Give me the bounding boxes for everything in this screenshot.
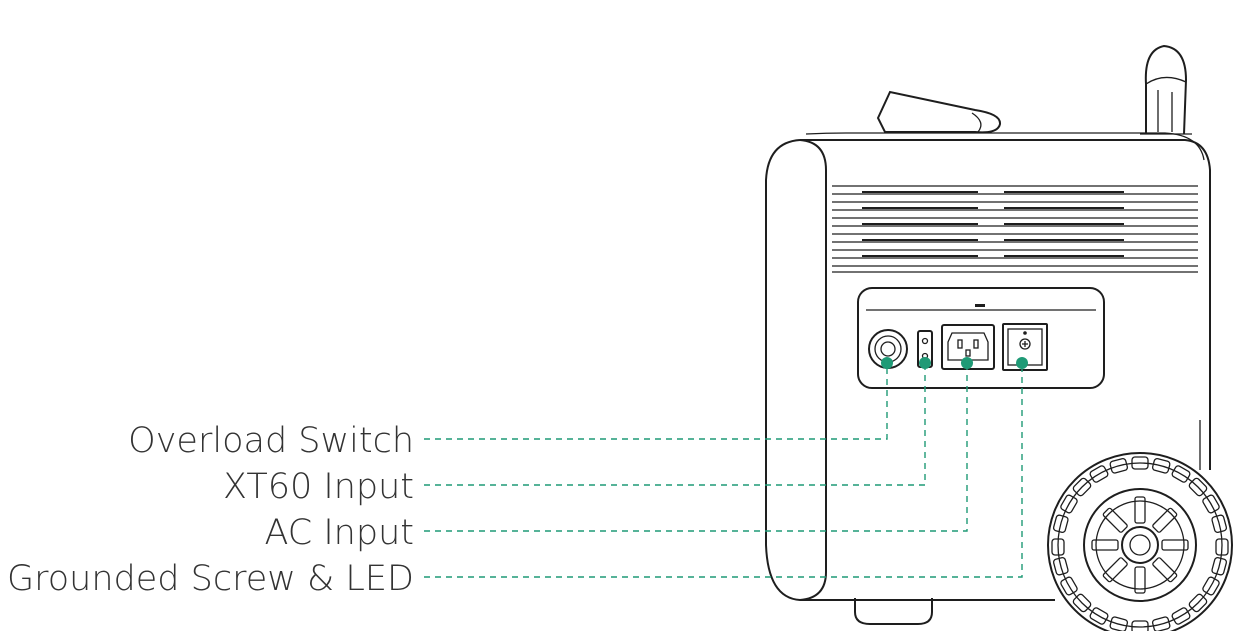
label-grounded-screw-led: Grounded Screw & LED: [7, 559, 414, 599]
ground-terminal: [1002, 323, 1048, 371]
right-handle: [1144, 44, 1188, 135]
label-xt60-input: XT60 Input: [223, 467, 414, 507]
wheel: [1047, 452, 1233, 631]
power-station-illustration: [765, 44, 1233, 631]
device-body: [765, 139, 1211, 601]
vent-grille: [832, 185, 1198, 273]
leader-xt60-input: [424, 364, 926, 486]
marker-ac-input: [961, 357, 973, 369]
leader-ac-input: [424, 364, 968, 532]
front-panel-seam: [799, 139, 827, 601]
marker-grounded-screw-led: [1016, 357, 1028, 369]
marker-xt60-input: [919, 357, 931, 369]
callout-leaders: [424, 364, 1023, 578]
callout-labels: Overload Switch XT60 Input AC Input Grou…: [7, 421, 414, 599]
left-handle: [876, 90, 1001, 134]
callout-markers: [881, 357, 1028, 369]
ac-inlet: [941, 324, 995, 370]
port-panel: [857, 287, 1105, 389]
label-ac-input: AC Input: [264, 513, 414, 553]
device-foot: [854, 598, 933, 625]
leader-grounded-screw-led: [424, 364, 1023, 578]
marker-overload-switch: [881, 357, 893, 369]
leader-overload-switch: [424, 364, 888, 440]
label-overload-switch: Overload Switch: [128, 421, 414, 461]
